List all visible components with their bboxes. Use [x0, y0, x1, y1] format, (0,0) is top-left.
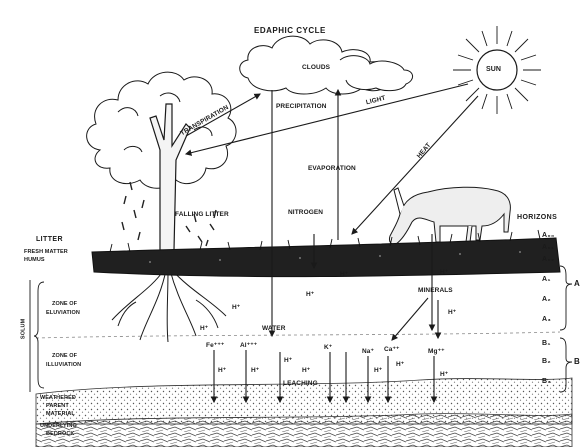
hydrogen-ion: H⁺ — [284, 358, 292, 365]
right-horizon-braces — [560, 266, 572, 392]
fresh-matter-label: FRESH MATTER — [24, 250, 68, 256]
horizon-a00: A₀₀ — [542, 232, 555, 239]
horizon-a-group: A — [574, 280, 580, 288]
hydrogen-ion: H⁺ — [448, 310, 456, 317]
falling-litter-label: FALLING LITTER — [175, 212, 229, 219]
precipitation-label: PRECIPITATION — [276, 104, 327, 111]
hydrogen-ion: H⁺ — [302, 368, 310, 375]
hydrogen-ion: H⁺ — [218, 368, 226, 375]
horizon-b1: B₁ — [542, 340, 551, 347]
nitrogen-label: NITROGEN — [288, 210, 323, 217]
minerals-label: MINERALS — [418, 288, 453, 295]
diagram-title: EDAPHIC CYCLE — [254, 27, 326, 35]
horizon-a01: A₀₁ — [542, 244, 554, 251]
horizon-a02: A₀₂ — [542, 256, 555, 263]
hydrogen-ion: H⁺ — [396, 362, 404, 369]
horizon-a1: A₁ — [542, 276, 551, 283]
hydrogen-ion: H⁺ — [232, 305, 240, 312]
hydrogen-ion: H⁺ — [440, 270, 448, 277]
horizon-b3: B₃ — [542, 378, 551, 385]
weathered-line1: WEATHERED — [40, 396, 76, 402]
weathered-line3: MATERIAL — [46, 412, 75, 418]
zone-eluviation-line2: ELUVIATION — [46, 311, 80, 317]
leaching-label: LEACHING — [283, 381, 318, 388]
hydrogen-ion: H⁺ — [251, 368, 259, 375]
hydrogen-ion: H⁺ — [306, 292, 314, 299]
zone-eluviation-line1: ZONE OF — [52, 302, 77, 308]
hydrogen-ion: H⁺ — [374, 368, 382, 375]
hydrogen-ion: H⁺ — [200, 326, 208, 333]
horizons-label: HORIZONS — [517, 214, 557, 221]
litter-label: LITTER — [36, 236, 63, 243]
bedrock-line2: BEDROCK — [46, 432, 75, 438]
clouds-label: CLOUDS — [302, 65, 330, 72]
horizon-boundaries — [36, 332, 560, 338]
zone-illuviation-line1: ZONE OF — [52, 354, 77, 360]
tree-roots — [112, 270, 226, 342]
magnesium-ion-label: Mg⁺⁺ — [428, 349, 445, 356]
hydrogen-ion: H⁺ — [440, 372, 448, 379]
left-zone-brackets — [30, 280, 44, 392]
horizon-a2: A₂ — [542, 296, 551, 303]
iron-ion-label: Fe⁺⁺⁺ — [206, 343, 224, 350]
horizon-a3: A₃ — [542, 316, 551, 323]
weathered-line2: PARENT — [46, 404, 69, 410]
sun-label: SUN — [486, 66, 501, 73]
bedrock-line1: UNDERLYING — [40, 424, 77, 430]
aluminium-ion-label: Al⁺⁺⁺ — [240, 343, 257, 350]
horizon-b-group: B — [574, 358, 580, 366]
solum-label: SOLUM — [21, 319, 27, 339]
sodium-ion-label: Na⁺ — [362, 349, 374, 356]
horizon-b2: B₂ — [542, 358, 551, 365]
evaporation-label: EVAPORATION — [308, 166, 356, 173]
water-label: WATER — [262, 326, 286, 333]
hydrogen-ion: H⁺ — [340, 272, 348, 279]
humus-label: HUMUS — [24, 258, 45, 264]
zone-illuviation-line2: ILLUVIATION — [46, 363, 81, 369]
calcium-ion-label: Ca⁺⁺ — [384, 347, 400, 354]
deer-drawing — [389, 187, 510, 244]
potassium-ion-label: K⁺ — [324, 345, 332, 352]
